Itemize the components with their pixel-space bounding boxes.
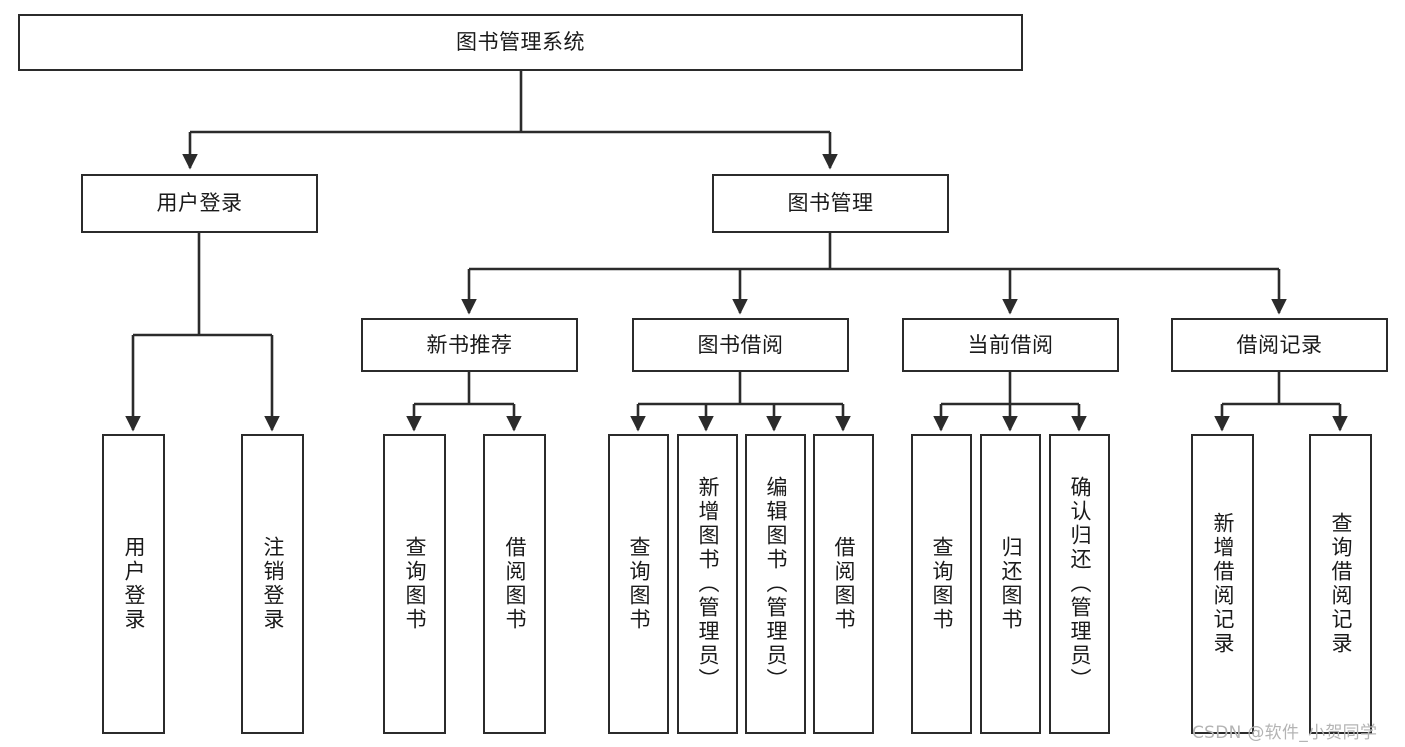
- node-current-borrow-label: 当前借阅: [967, 332, 1054, 357]
- leaf-query-book-newbook[interactable]: 查询图书: [383, 434, 446, 734]
- leaf-query-borrow-record-label: 查询借阅记录: [1329, 512, 1353, 656]
- leaf-logout-label: 注销登录: [261, 536, 285, 632]
- leaf-user-login[interactable]: 用户登录: [102, 434, 165, 734]
- node-book-management-label: 图书管理: [787, 191, 874, 216]
- leaf-edit-book-admin[interactable]: 编辑图书（管理员）: [745, 434, 806, 734]
- leaf-confirm-return-admin[interactable]: 确认归还（管理员）: [1049, 434, 1110, 734]
- leaf-query-book-current[interactable]: 查询图书: [911, 434, 972, 734]
- leaf-return-book-label: 归还图书: [999, 536, 1023, 632]
- node-new-book-recommend[interactable]: 新书推荐: [361, 318, 578, 372]
- node-book-borrow-label: 图书借阅: [697, 332, 784, 357]
- node-borrow-records[interactable]: 借阅记录: [1171, 318, 1388, 372]
- leaf-user-login-label: 用户登录: [122, 536, 146, 632]
- node-borrow-records-label: 借阅记录: [1236, 332, 1323, 357]
- node-current-borrow[interactable]: 当前借阅: [902, 318, 1119, 372]
- leaf-query-borrow-record[interactable]: 查询借阅记录: [1309, 434, 1372, 734]
- node-book-borrow[interactable]: 图书借阅: [632, 318, 849, 372]
- node-user-login-label: 用户登录: [156, 191, 243, 216]
- leaf-query-book-borrow[interactable]: 查询图书: [608, 434, 669, 734]
- node-root-book-management-system[interactable]: 图书管理系统: [18, 14, 1023, 71]
- leaf-return-book[interactable]: 归还图书: [980, 434, 1041, 734]
- node-root-label: 图书管理系统: [456, 30, 585, 55]
- leaf-logout[interactable]: 注销登录: [241, 434, 304, 734]
- leaf-query-book-newbook-label: 查询图书: [403, 536, 427, 632]
- leaf-add-borrow-record[interactable]: 新增借阅记录: [1191, 434, 1254, 734]
- leaf-add-borrow-record-label: 新增借阅记录: [1211, 512, 1235, 656]
- leaf-confirm-return-admin-label: 确认归还（管理员）: [1068, 476, 1092, 692]
- leaf-borrow-book-newbook-label: 借阅图书: [503, 536, 527, 632]
- leaf-add-book-admin-label: 新增图书（管理员）: [696, 476, 720, 692]
- node-book-management[interactable]: 图书管理: [712, 174, 949, 233]
- csdn-watermark: CSDN @软件_小贺同学: [1192, 723, 1378, 743]
- leaf-borrow-book[interactable]: 借阅图书: [813, 434, 874, 734]
- leaf-edit-book-admin-label: 编辑图书（管理员）: [764, 476, 788, 692]
- leaf-query-book-borrow-label: 查询图书: [627, 536, 651, 632]
- leaf-borrow-book-label: 借阅图书: [832, 536, 856, 632]
- leaf-add-book-admin[interactable]: 新增图书（管理员）: [677, 434, 738, 734]
- leaf-query-book-current-label: 查询图书: [930, 536, 954, 632]
- node-new-book-recommend-label: 新书推荐: [426, 332, 513, 357]
- leaf-borrow-book-newbook[interactable]: 借阅图书: [483, 434, 546, 734]
- node-user-login[interactable]: 用户登录: [81, 174, 318, 233]
